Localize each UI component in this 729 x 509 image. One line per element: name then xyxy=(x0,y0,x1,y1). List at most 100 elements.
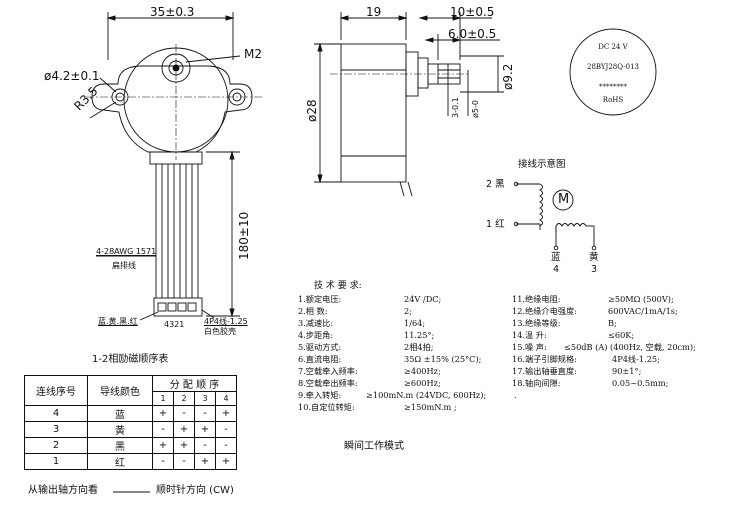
spec-value: 35Ω ±15% (25°C); xyxy=(404,354,482,364)
step-header: 3 xyxy=(194,391,216,406)
table-cell-seq: 3 xyxy=(24,421,88,438)
spec-label: 10.自定位转矩: xyxy=(298,402,355,412)
spec-value: ≥150mN.m ; xyxy=(404,402,457,412)
table-header-row: 连线序号 导线颜色 分 配 顺 序 xyxy=(24,375,237,406)
spec-value: 0.05~0.5mm; xyxy=(612,378,669,388)
step-header: 1 xyxy=(152,391,174,406)
table-cell-color: 红 xyxy=(87,453,153,470)
wire-yellow-number: 3 xyxy=(591,264,598,275)
spec-value: 1/64; xyxy=(404,318,426,328)
spec-value: 2; xyxy=(404,306,412,316)
spec-label: 16.端子引脚规格: xyxy=(512,354,577,364)
specs-title: 技 术 要 求: xyxy=(314,281,362,291)
spec-label: 9.牵入转矩: xyxy=(298,390,342,400)
spec-value: 11.25°; xyxy=(404,330,435,340)
spec-label: 1.额定电压: xyxy=(298,294,342,304)
table-cell-step: + xyxy=(173,421,195,438)
cable-label: 4-28AWG 1571 xyxy=(96,247,157,256)
shaft-length-dimension: 10±0.5 xyxy=(450,5,495,19)
header-steps: 分 配 顺 序 xyxy=(152,375,237,392)
spec-label: 3.减速比: xyxy=(298,318,334,328)
table-cell-step: - xyxy=(194,405,216,422)
table-cell-step: - xyxy=(152,421,174,438)
spec-label: 4.步距角: xyxy=(298,330,334,340)
table-cell-step: + xyxy=(194,421,216,438)
footer-left-text: 从输出轴方向看 xyxy=(28,485,98,496)
thread-label: M2 xyxy=(244,47,262,61)
spec-label: 11.绝缘电阻: xyxy=(512,294,561,304)
table-cell-seq: 4 xyxy=(24,405,88,422)
connector-sub-label: 白色胶壳 xyxy=(204,327,236,336)
spec-value: 2相4拍; xyxy=(404,342,434,352)
spec-value: 24V /DC; xyxy=(404,294,442,304)
table-cell-step: + xyxy=(152,437,174,454)
header-seq: 连线序号 xyxy=(24,375,88,406)
spec-label: 5.驱动方式: xyxy=(298,342,342,352)
label-rohs: RoHS xyxy=(602,96,624,104)
spec-value: ≥600Hz; xyxy=(404,378,441,388)
sequence-table-title: 1-2相励磁顺序表 xyxy=(92,354,169,365)
shaft-diameter-a: 3-0.1 xyxy=(451,97,460,118)
table-cell-color: 黑 xyxy=(87,437,153,454)
table-cell-step: - xyxy=(152,453,174,470)
table-row: 4 蓝 + - - + xyxy=(24,405,237,422)
body-diameter-dimension: ø28 xyxy=(305,99,319,122)
side-view xyxy=(314,12,504,197)
connector-pins-label: 4321 xyxy=(164,320,185,329)
flat-dimension: ø9.2 xyxy=(501,63,515,90)
spec-label: 7.空载牵入频率: xyxy=(298,366,358,376)
working-mode-label: 瞬间工作模式 xyxy=(344,441,404,452)
step-header: 2 xyxy=(173,391,195,406)
width-dimension: 35±0.3 xyxy=(150,5,195,19)
body-depth-dimension: 19 xyxy=(366,5,382,19)
table-cell-step: + xyxy=(152,405,174,422)
table-row: 2 黑 + + - - xyxy=(24,437,237,454)
lead-length-dimension: 180±10 xyxy=(237,211,251,260)
wiring-diagram xyxy=(513,181,597,251)
spec-label: 14.温 升: xyxy=(512,330,547,340)
table-row: 3 黄 - + + - xyxy=(24,421,237,438)
spec-value: ≥400Hz; xyxy=(404,366,441,376)
label-disc-outline xyxy=(569,28,657,116)
label-stars: ******** xyxy=(599,83,627,91)
label-model: 28BYJ28Q-013 xyxy=(587,63,639,71)
front-view xyxy=(86,12,262,321)
spec-value: B; xyxy=(608,318,617,328)
table-row: 1 红 - - + + xyxy=(24,453,237,470)
spec-label: 13.绝缘等级: xyxy=(512,318,561,328)
table-cell-seq: 2 xyxy=(24,437,88,454)
table-cell-step: + xyxy=(215,453,237,470)
wire-yellow-label: 黄 xyxy=(589,252,599,263)
spec-value: ≤50dB (A) (400Hz, 空载, 20cm); xyxy=(564,342,696,352)
spec-value: 90±1°; xyxy=(612,366,642,376)
table-cell-seq: 1 xyxy=(24,453,88,470)
flat-length-dimension: 6.0±0.5 xyxy=(448,27,497,41)
spec-label: 12.绝缘介电强度: xyxy=(512,306,577,316)
spec-label: 6.直流电阻: xyxy=(298,354,342,364)
spec-label: 15.噪 声: xyxy=(512,342,547,352)
wiring-title: 接线示意图 xyxy=(518,159,566,170)
sequence-table: 连线序号 导线颜色 分 配 顺 序 1 2 3 4 4 蓝 + - - + 3 … xyxy=(24,375,237,470)
spec-label: 2.相 数: xyxy=(298,306,328,316)
spec-value: ≥50MΩ (500V); xyxy=(608,294,674,304)
table-cell-step: - xyxy=(173,453,195,470)
spec-label: 8.空载牵出频率: xyxy=(298,378,358,388)
footer-right-text: 顺时针方向 (CW) xyxy=(156,485,234,496)
shaft-diameter-b: ø5-0 xyxy=(471,100,480,118)
table-cell-step: - xyxy=(215,421,237,438)
cable-sub-label: 扁排线 xyxy=(112,261,136,270)
table-cell-step: + xyxy=(173,437,195,454)
step-header: 4 xyxy=(215,391,237,406)
spec-value: ≥100mN.m (24VDC, 600Hz); xyxy=(366,390,487,400)
header-color: 导线颜色 xyxy=(87,375,153,406)
spec-label: 17.输出轴垂直度: xyxy=(512,366,577,376)
connector-label: 4P4线-1.25 xyxy=(204,317,248,326)
wire-black-label: 2 黑 xyxy=(486,179,505,190)
wire-red-label: 1 红 xyxy=(486,219,505,230)
wire-colors-label: 蓝.黄.黑.红 xyxy=(98,317,138,326)
spec-value: 600VAC/1mA/1s; xyxy=(608,306,678,316)
label-voltage: DC 24 V xyxy=(598,43,628,51)
wire-blue-label: 蓝 xyxy=(551,252,561,263)
table-cell-step: + xyxy=(194,453,216,470)
